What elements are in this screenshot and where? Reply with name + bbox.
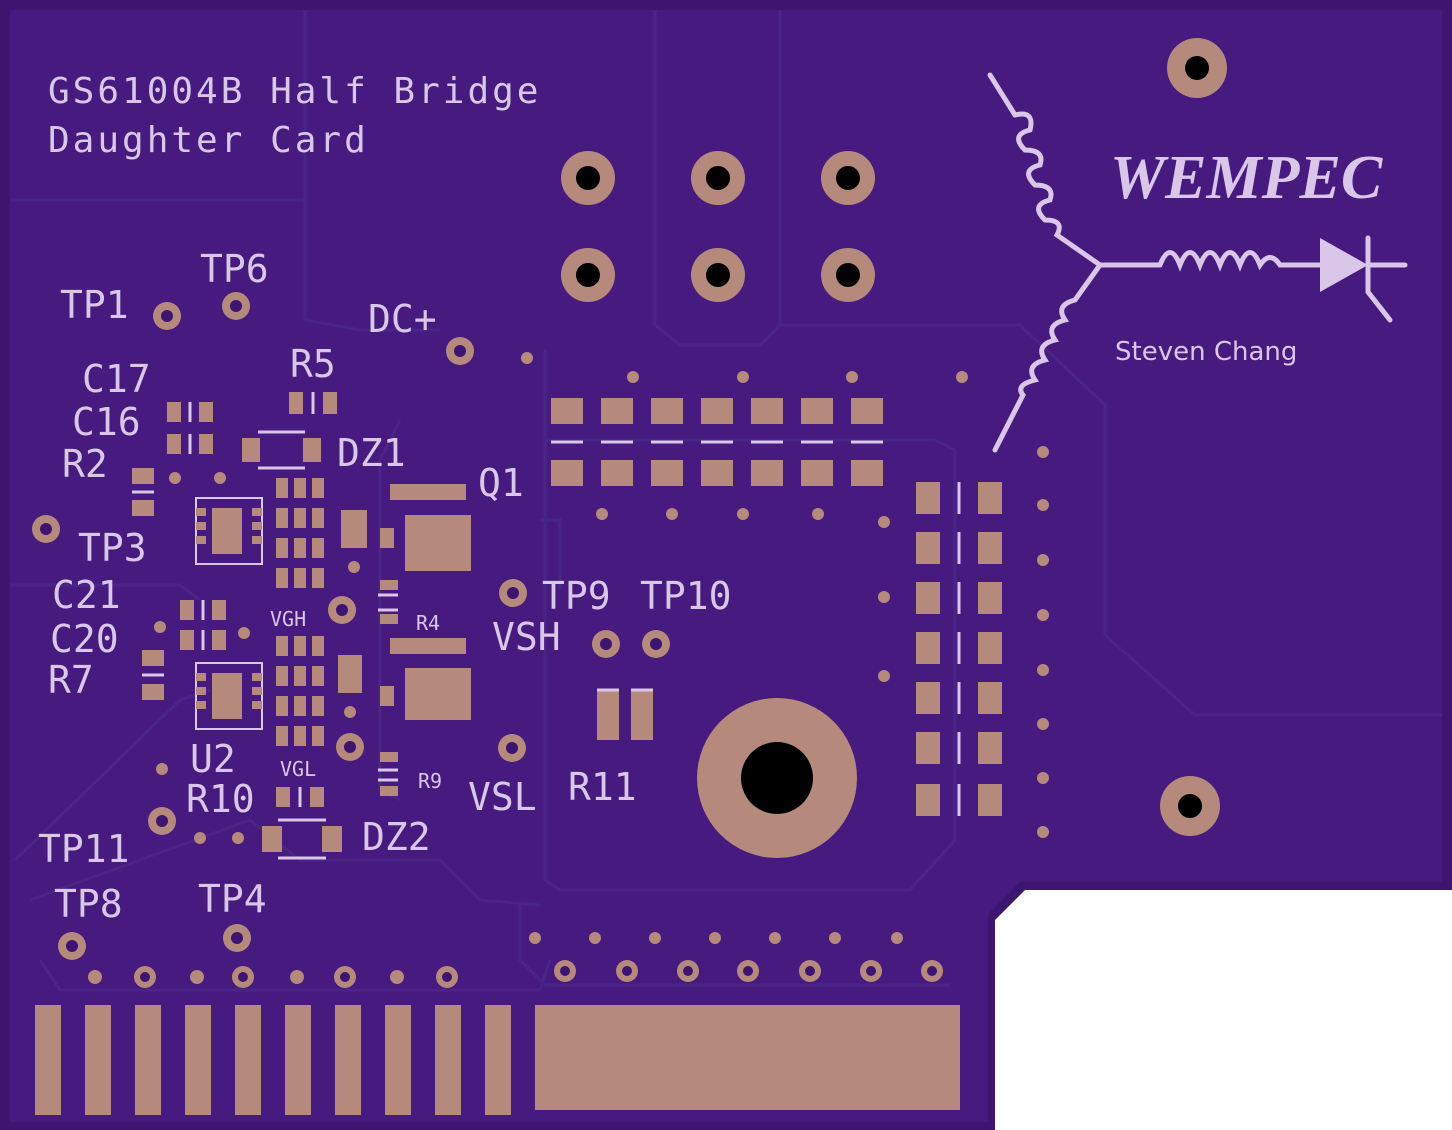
label-r9: R9 xyxy=(418,769,442,793)
mounting-hole-large-drill xyxy=(741,742,813,814)
vias xyxy=(154,352,1049,944)
test-points xyxy=(32,292,670,960)
label-c20: C20 xyxy=(50,617,119,661)
label-tp11: TP11 xyxy=(38,827,130,871)
gan-transistors xyxy=(390,484,471,720)
capacitor-bank-right xyxy=(916,482,1002,816)
power-terminal-holes xyxy=(561,151,875,302)
gate-driver-ics xyxy=(195,497,263,730)
label-r4: R4 xyxy=(416,611,440,635)
logo-graphic xyxy=(987,72,1408,453)
diode-icon xyxy=(1320,238,1368,292)
board-title-line1: GS61004B Half Bridge xyxy=(48,71,541,112)
capacitor-bank-top xyxy=(551,398,883,486)
label-tp1: TP1 xyxy=(60,283,129,327)
label-tp3: TP3 xyxy=(78,526,147,570)
smd-passives xyxy=(132,392,653,860)
label-r5: R5 xyxy=(290,342,336,386)
label-vsl: VSL xyxy=(468,775,537,819)
label-c17: C17 xyxy=(82,357,151,401)
label-c21: C21 xyxy=(52,573,121,617)
label-vgl: VGL xyxy=(280,757,316,781)
label-r10: R10 xyxy=(186,777,255,821)
label-tp4: TP4 xyxy=(198,877,267,921)
label-r7: R7 xyxy=(48,658,94,702)
label-tp10: TP10 xyxy=(640,574,732,618)
label-dcp: DC+ xyxy=(368,297,437,341)
label-dz1: DZ1 xyxy=(337,431,406,475)
gate-resistor-array xyxy=(276,478,324,746)
label-r2: R2 xyxy=(62,442,108,486)
wempec-logo: WEMPEC xyxy=(1110,144,1383,212)
board-title-line2: Daughter Card xyxy=(48,120,369,161)
mounting-holes xyxy=(1160,38,1227,836)
label-q1: Q1 xyxy=(478,461,524,505)
label-dz2: DZ2 xyxy=(362,815,431,859)
label-tp9: TP9 xyxy=(542,574,611,618)
label-c16: C16 xyxy=(72,400,141,444)
label-tp6: TP6 xyxy=(200,247,269,291)
label-u2: U2 xyxy=(190,737,236,781)
reference-designators: TP1 TP6 DC+ C17 C16 R5 DZ1 R2 Q1 TP3 C21… xyxy=(38,247,732,926)
connector-vias xyxy=(88,960,943,988)
label-vsh: VSH xyxy=(492,615,561,659)
author-name: Steven Chang xyxy=(1115,337,1297,367)
copper-traces xyxy=(10,10,1442,992)
edge-connector xyxy=(35,1005,960,1115)
label-tp8: TP8 xyxy=(54,882,123,926)
label-r11: R11 xyxy=(568,765,637,809)
label-vgh: VGH xyxy=(270,607,306,631)
